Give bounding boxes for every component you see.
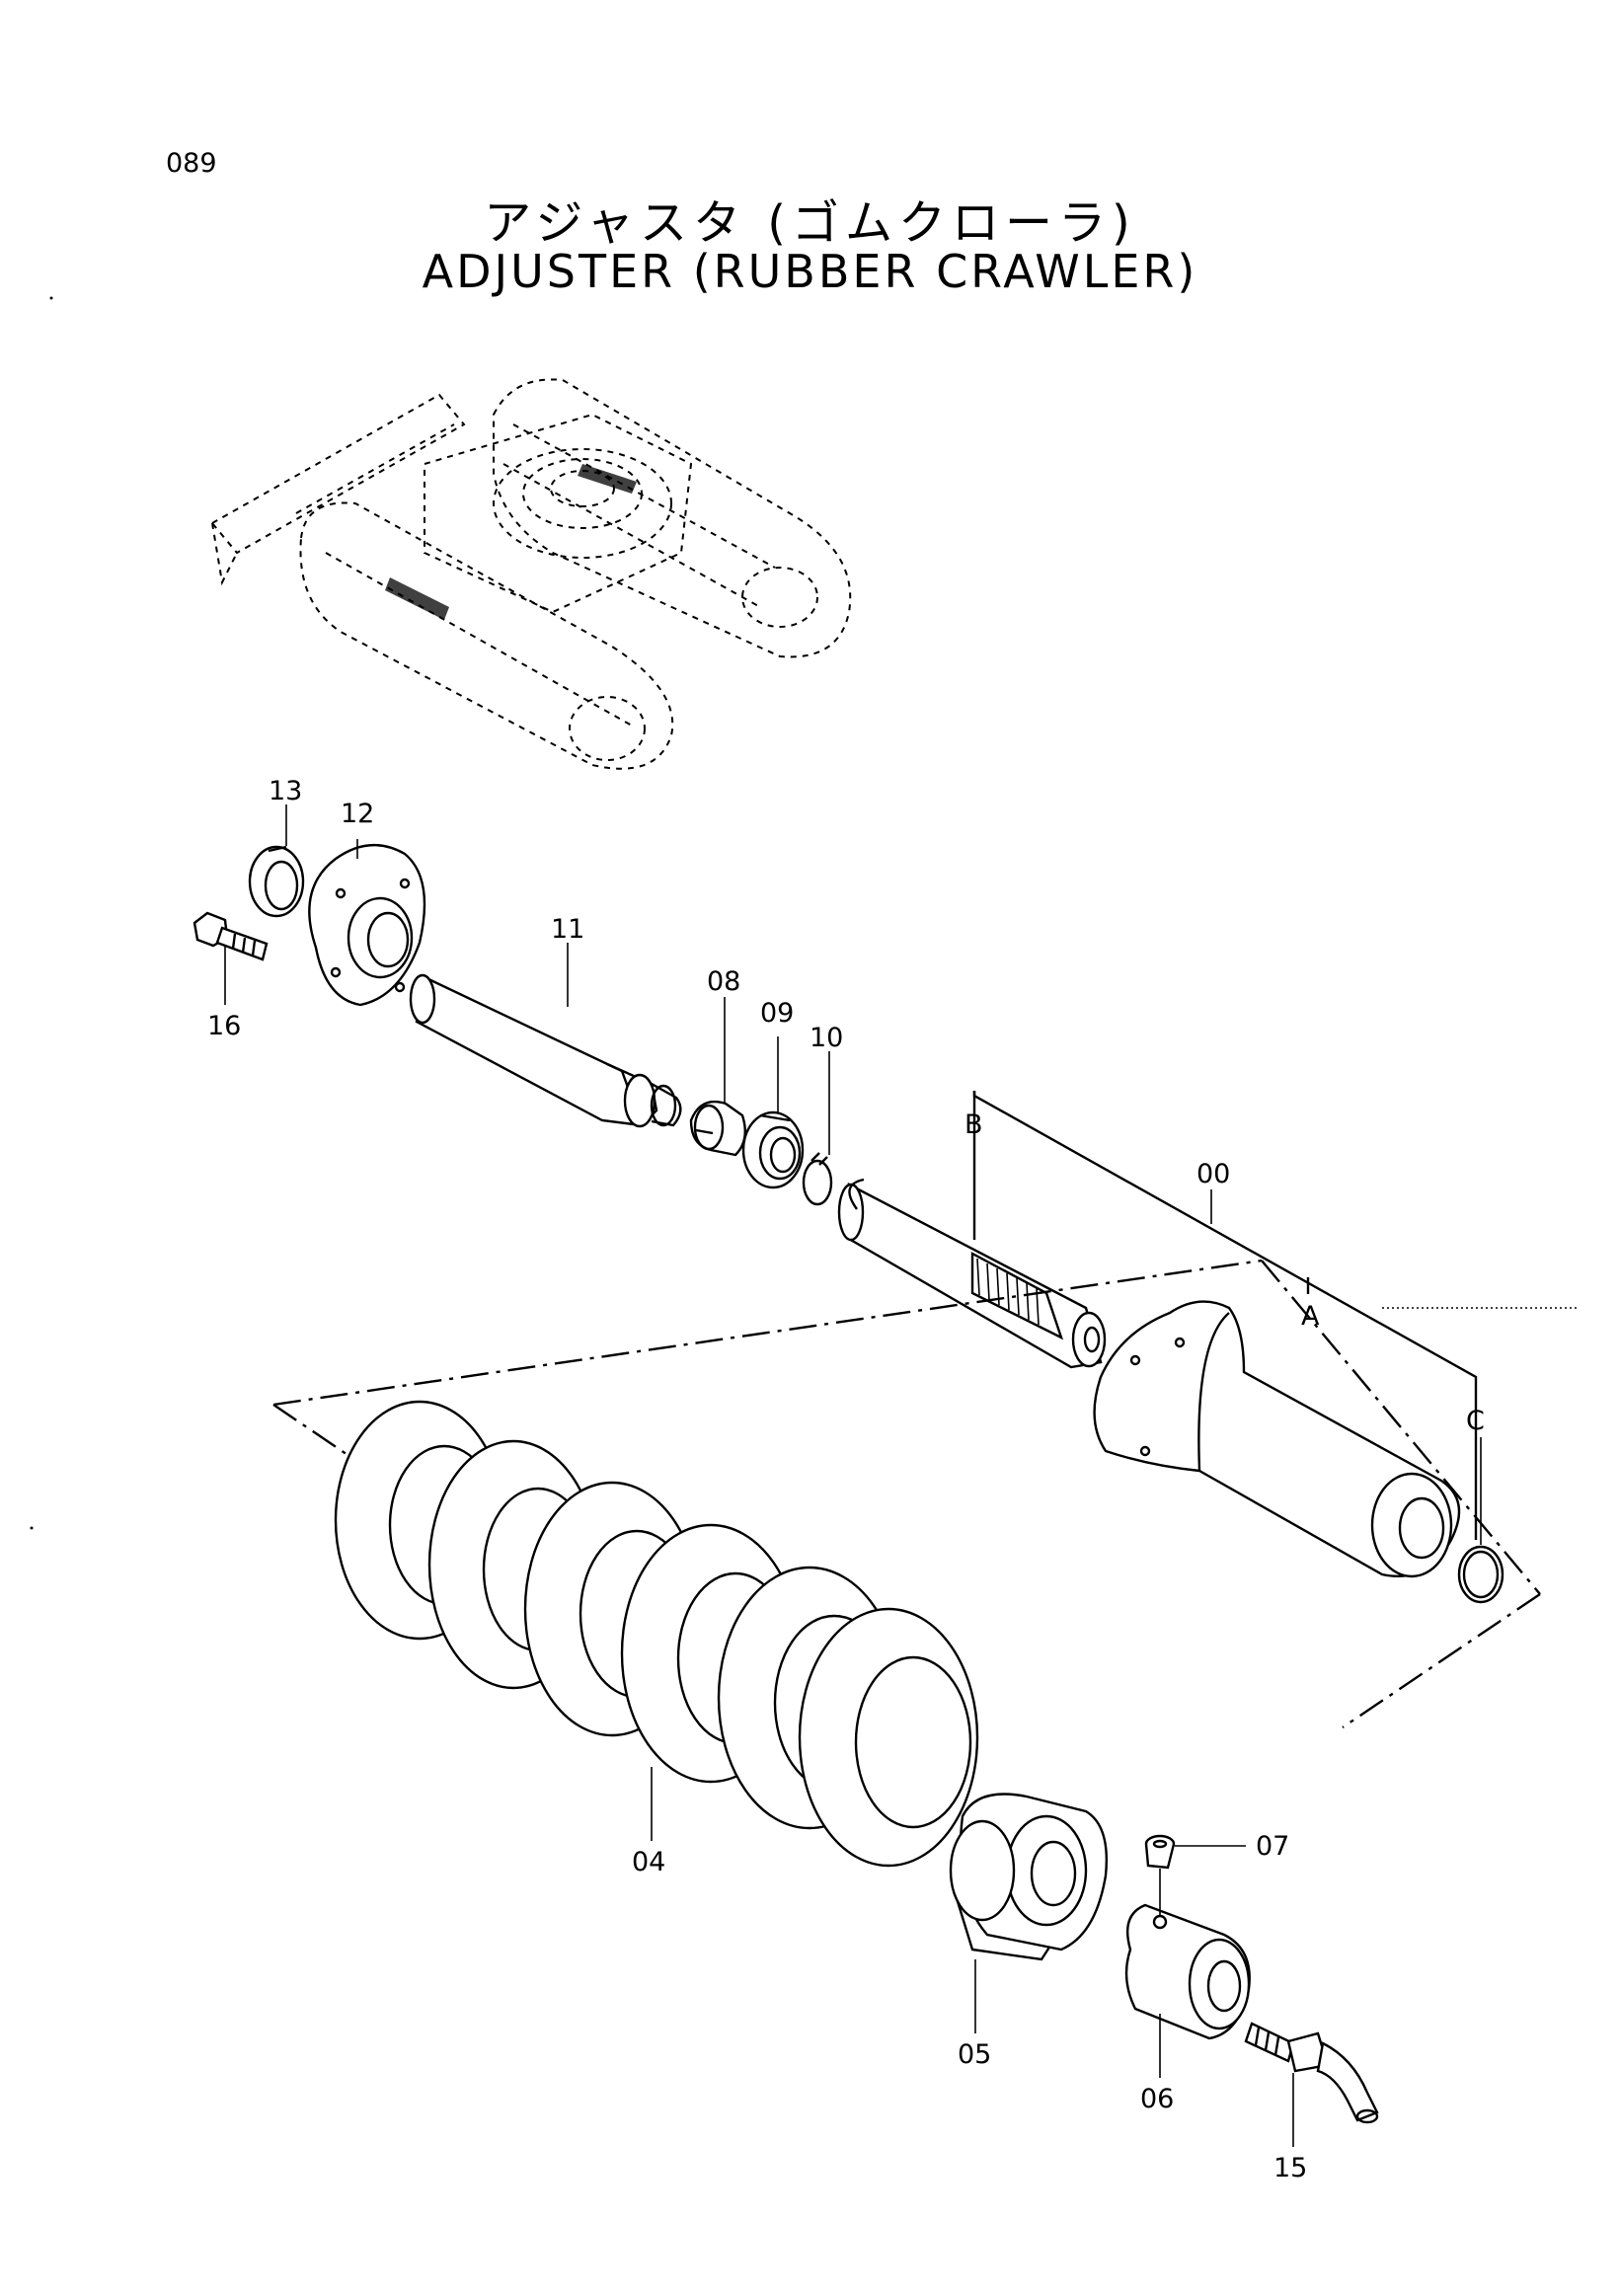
label-15: 15	[1273, 2153, 1307, 2183]
label-07: 07	[1256, 1831, 1289, 1862]
part-12-flange	[308, 843, 426, 1007]
stray-mark	[49, 296, 53, 300]
label-16: 16	[207, 1011, 241, 1041]
part-13-seal-ring	[248, 845, 305, 918]
title-japanese: アジャスタ (ゴムクローラ)	[484, 195, 1136, 251]
label-09: 09	[760, 998, 794, 1029]
part-07-plug	[1144, 1834, 1176, 1870]
label-06: 06	[1140, 2084, 1174, 2114]
title-english: ADJUSTER (RUBBER CRAWLER)	[422, 245, 1198, 298]
label-13: 13	[269, 776, 302, 806]
part-04-spring	[334, 1400, 979, 1868]
assembly-bracket	[972, 1091, 1580, 1540]
part-11-rod	[409, 973, 682, 1128]
part-c-o-ring	[1457, 1545, 1504, 1604]
part-10-snap-ring	[802, 1152, 833, 1206]
label-12: 12	[341, 799, 374, 829]
part-b-threaded-shaft	[837, 1178, 1107, 1369]
label-11: 11	[551, 914, 584, 945]
label-10: 10	[810, 1023, 843, 1053]
part-15-grease-fitting	[1244, 2022, 1379, 2124]
label-05: 05	[958, 2039, 991, 2070]
part-05-spring-seat	[949, 1793, 1108, 1961]
page-number: 089	[166, 148, 217, 179]
part-a-cylinder	[1093, 1300, 1461, 1578]
part-08-bushing	[689, 1100, 746, 1157]
stray-mark	[30, 1526, 34, 1530]
excavator-overview-illustration	[210, 378, 852, 770]
part-06-fitting-block	[1124, 1869, 1251, 2040]
label-b: B	[964, 1110, 983, 1140]
label-c: C	[1466, 1406, 1485, 1436]
assembly-phantom-outline	[272, 1259, 1541, 1728]
part-16-bolt	[193, 911, 269, 961]
label-00: 00	[1196, 1159, 1230, 1189]
label-04: 04	[632, 1847, 665, 1877]
part-09-bearing	[741, 1110, 805, 1189]
label-08: 08	[707, 966, 740, 997]
